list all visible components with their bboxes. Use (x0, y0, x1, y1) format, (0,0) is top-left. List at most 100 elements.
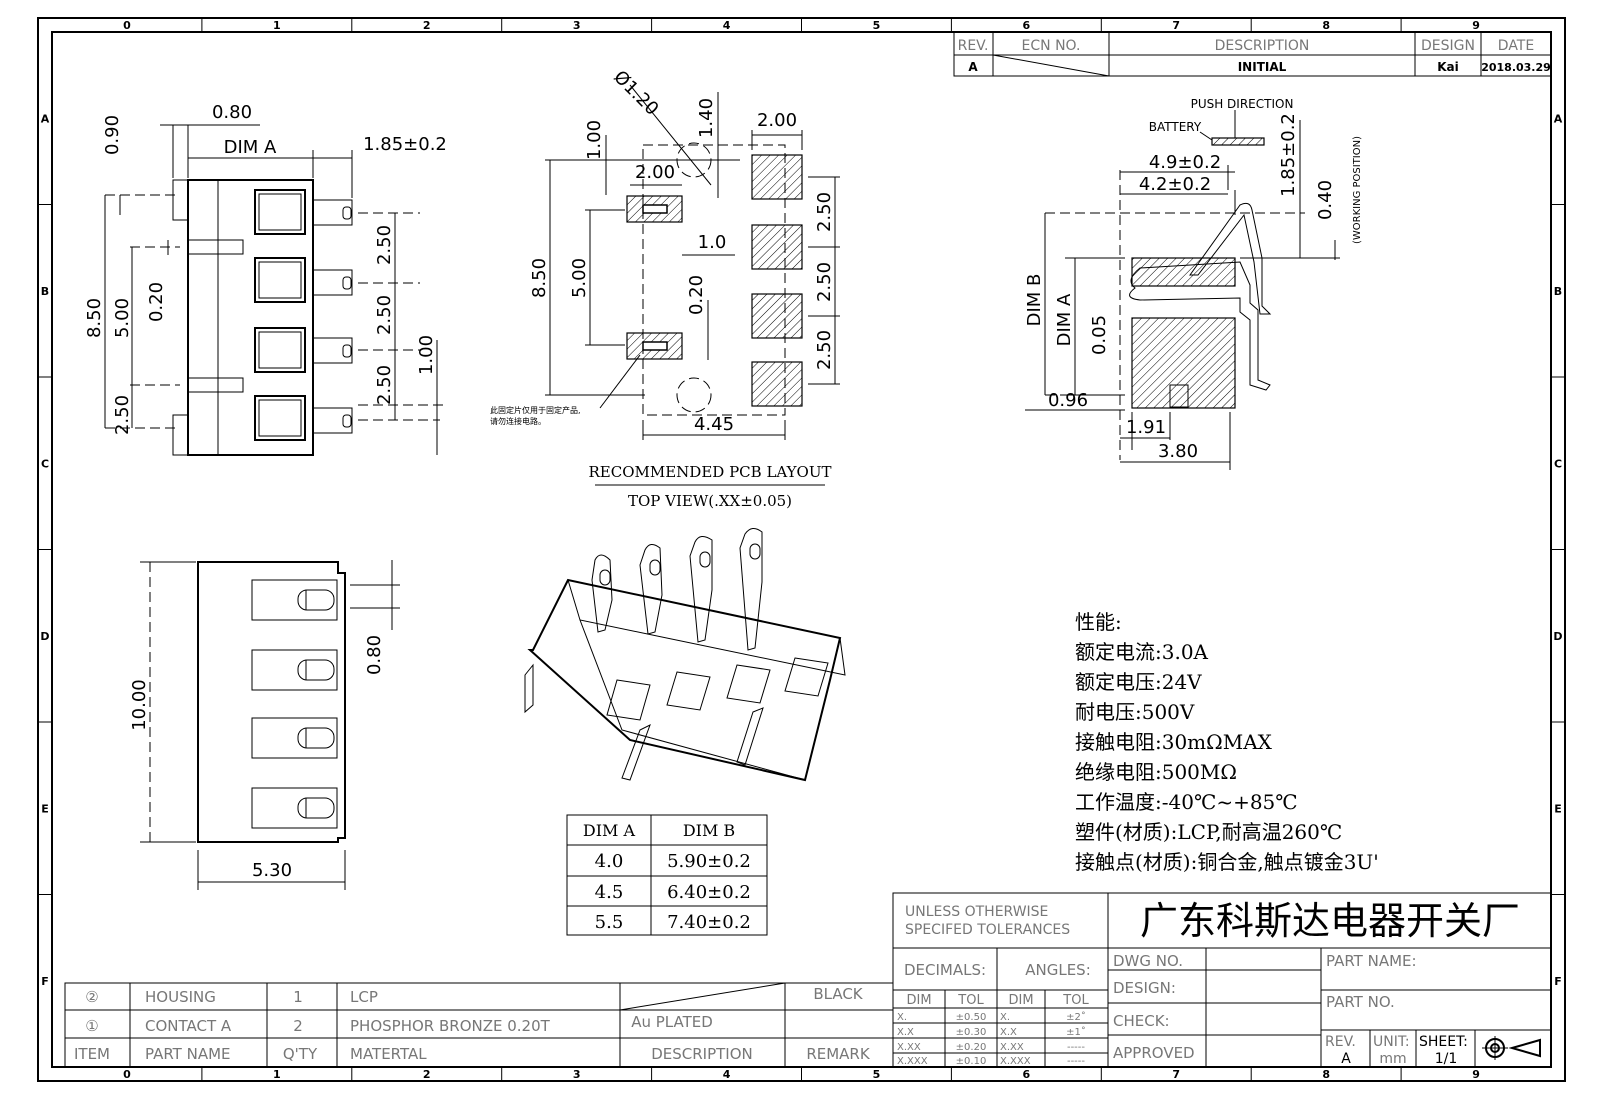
zone-label: D (1553, 630, 1562, 643)
decimal-dim: X.X (897, 1027, 914, 1038)
dim-8-50: 8.50 (84, 298, 105, 338)
ecn-header: ECN NO. (1022, 38, 1081, 54)
bottom-view: 10.00 0.80 5.30 (129, 560, 400, 890)
pcb-dim-0-20: 0.20 (686, 275, 707, 315)
dwg-no-label: DWG NO. (1113, 952, 1183, 970)
spec-line: 绝缘电阻:500MΩ (1075, 760, 1237, 784)
description-header: DESCRIPTION (1215, 38, 1310, 54)
zone-label: A (41, 112, 50, 125)
side-view: PUSH DIRECTION BATTERY 4.9±0.2 4.2±0.2 1… (1024, 97, 1363, 470)
bottom-dim-10-00: 10.00 (129, 679, 150, 731)
unit-value: mm (1379, 1051, 1406, 1067)
zone-label: 7 (1172, 19, 1180, 32)
dim-2-50-b: 2.50 (374, 295, 395, 335)
side-dim-4-9: 4.9±0.2 (1149, 152, 1221, 173)
dim-header-left: DIM (906, 993, 931, 1008)
pcb-dim-5-00: 5.00 (569, 258, 590, 298)
pcb-dim-1-0: 1.0 (698, 232, 727, 253)
check-label: CHECK: (1113, 1012, 1170, 1030)
angle-tol: ±1˚ (1066, 1026, 1086, 1038)
bom-header-qty: Q'TY (283, 1045, 318, 1063)
dim-table-cell: 5.90±0.2 (667, 851, 751, 872)
pcb-layout-title: RECOMMENDED PCB LAYOUT (589, 463, 832, 481)
zone-label: 0 (123, 19, 131, 32)
pcb-dim-2-00: 2.00 (635, 162, 675, 183)
zone-label: 6 (1023, 1068, 1031, 1081)
bom-header-material: MATERTAL (350, 1045, 427, 1063)
dim-0-20: 0.20 (146, 282, 167, 322)
dim-table-cell: 4.0 (595, 851, 624, 872)
side-dim-1-85: 1.85±0.2 (1278, 113, 1299, 197)
dim-0-80: 0.80 (212, 102, 252, 123)
company-name: 广东科斯达电器开关厂 (1140, 899, 1520, 943)
zone-label: 9 (1472, 19, 1480, 32)
part-name-label: PART NAME: (1326, 952, 1417, 970)
bom-material: LCP (350, 988, 378, 1006)
battery-label: BATTERY (1149, 120, 1202, 134)
dim-1-85: 1.85±0.2 (363, 134, 447, 155)
angle-tol: ----- (1067, 1056, 1085, 1067)
spec-line: 性能: (1075, 610, 1122, 634)
decimal-dim: X.XX (897, 1042, 921, 1053)
zone-label: C (1554, 457, 1562, 470)
rev-header: REV. (958, 38, 989, 54)
pcb-layout-subtitle: TOP VIEW(.XX±0.05) (628, 492, 792, 510)
zone-label: B (1554, 285, 1562, 298)
zone-label: 4 (723, 19, 731, 32)
side-dim-b: DIM B (1024, 274, 1045, 327)
pcb-dim-8-50: 8.50 (529, 258, 550, 298)
spec-line: 塑件(材质):LCP,耐高温260℃ (1075, 820, 1342, 844)
angle-tol: ----- (1067, 1042, 1085, 1053)
rev-value: A (968, 60, 978, 74)
decimal-dim: X. (897, 1012, 907, 1023)
zone-label: 8 (1322, 1068, 1330, 1081)
pcb-dim-4-45: 4.45 (694, 414, 734, 435)
bom-item-no: ① (85, 1017, 98, 1035)
bom-material: PHOSPHOR BRONZE 0.20T (350, 1017, 551, 1035)
decimals-label: DECIMALS: (904, 961, 986, 979)
dim-table-header-a: DIM A (583, 821, 636, 840)
spec-line: 耐电压:500V (1075, 700, 1195, 724)
sheet-label: SHEET: (1419, 1034, 1468, 1050)
dim-table-cell: 4.5 (595, 882, 624, 903)
specs-block: 性能: 额定电流:3.0A 额定电压:24V 耐电压:500V 接触电阻:30m… (1075, 610, 1379, 874)
decimal-tol: ±0.20 (956, 1042, 987, 1053)
bom-item-no: ② (85, 988, 98, 1006)
sheet-value: 1/1 (1435, 1051, 1458, 1067)
tolerance-header-1: UNLESS OTHERWISE (905, 904, 1048, 920)
pcb-dim-2-50-c: 2.50 (814, 330, 835, 370)
projection-symbol-icon (1482, 1036, 1541, 1060)
side-dim-1-91: 1.91 (1126, 417, 1166, 438)
tol-header-right: TOL (1062, 993, 1089, 1008)
description-value: INITIAL (1238, 60, 1287, 74)
zone-label: 1 (273, 19, 281, 32)
bom-table: ② HOUSING 1 LCP BLACK ① CONTACT A 2 PHOS… (64, 982, 894, 1068)
dim-table-cell: 5.5 (595, 912, 624, 933)
bom-qty: 1 (293, 988, 303, 1006)
part-no-label: PART NO. (1326, 993, 1395, 1011)
dim-table-cell: 7.40±0.2 (667, 912, 751, 933)
title-block: UNLESS OTHERWISE SPECIFED TOLERANCES 广东科… (892, 892, 1552, 1068)
zone-label: 9 (1472, 1068, 1480, 1081)
bom-header-name: PART NAME (145, 1045, 231, 1063)
bom-qty: 2 (293, 1017, 303, 1035)
pcb-dim-2-50-a: 2.50 (814, 192, 835, 232)
date-value: 2018.03.29 (1481, 61, 1551, 74)
date-header: DATE (1498, 38, 1534, 54)
pcb-layout-view: Ø1.20 1.40 2.00 1.00 2.00 1.0 8.50 5.00 … (490, 67, 840, 510)
decimal-tol: ±0.50 (956, 1012, 987, 1023)
side-dim-0-40: 0.40 (1315, 180, 1336, 220)
pcb-dim-1-00: 1.00 (584, 120, 605, 160)
decimal-tol: ±0.30 (956, 1027, 987, 1038)
dim-header-right: DIM (1008, 993, 1033, 1008)
angle-dim: X. (1000, 1012, 1010, 1023)
pcb-dim-hole: Ø1.20 (609, 67, 662, 120)
rev-label: REV. (1325, 1034, 1356, 1050)
spec-line: 工作温度:-40℃~+85℃ (1075, 790, 1298, 814)
side-dim-0-05: 0.05 (1089, 315, 1110, 355)
angle-dim: X.XXX (1000, 1056, 1031, 1067)
dim-table-cell: 6.40±0.2 (667, 882, 751, 903)
rev-value: A (1341, 1051, 1351, 1067)
design-value: Kai (1437, 60, 1459, 74)
zone-label: 7 (1172, 1068, 1180, 1081)
